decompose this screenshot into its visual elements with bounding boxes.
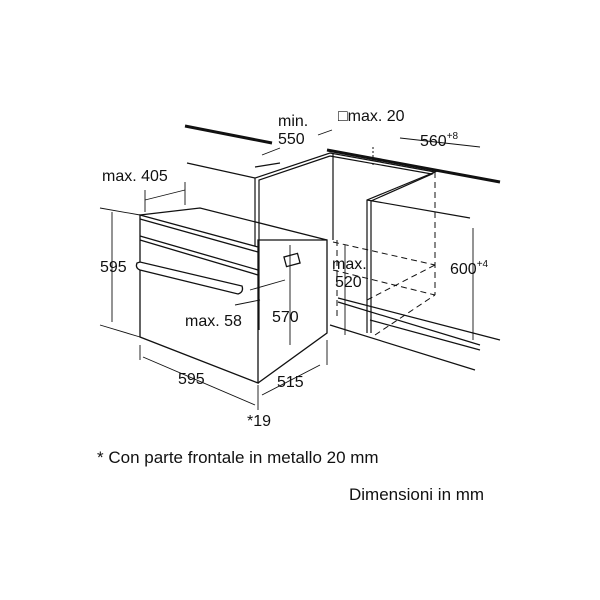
niche-height-tolerance: +4 — [476, 259, 489, 270]
oven-width: 595 — [178, 371, 205, 388]
handle-depth: max. 58 — [185, 313, 242, 330]
worktop-left-edge — [184, 124, 273, 145]
niche-height-value: 600 — [450, 261, 477, 278]
body-height: 570 — [272, 309, 299, 326]
worktop-right-edge — [326, 148, 501, 184]
cabinet-niche — [186, 152, 501, 371]
niche-width: 560+8 — [420, 132, 458, 150]
niche-width-tolerance: +8 — [446, 131, 459, 142]
opening-label: max. — [332, 256, 367, 273]
oven-height: 595 — [100, 259, 127, 276]
niche-height: 600+4 — [450, 260, 488, 278]
niche-depth-value: 550 — [278, 131, 305, 148]
oven-body — [135, 207, 328, 384]
units-note: Dimensioni in mm — [349, 485, 485, 504]
body-depth: 515 — [277, 374, 304, 391]
gap-label: □max. 20 — [338, 108, 405, 125]
footnote: * Con parte frontale in metallo 20 mm — [97, 448, 379, 467]
dimension-lines — [99, 129, 481, 410]
niche-width-value: 560 — [420, 133, 447, 150]
opening-value: 520 — [335, 274, 362, 291]
front-note: *19 — [247, 413, 272, 430]
panel-depth: max. 405 — [102, 168, 168, 185]
niche-depth-label: min. — [278, 113, 309, 130]
hidden-lines — [332, 147, 436, 336]
